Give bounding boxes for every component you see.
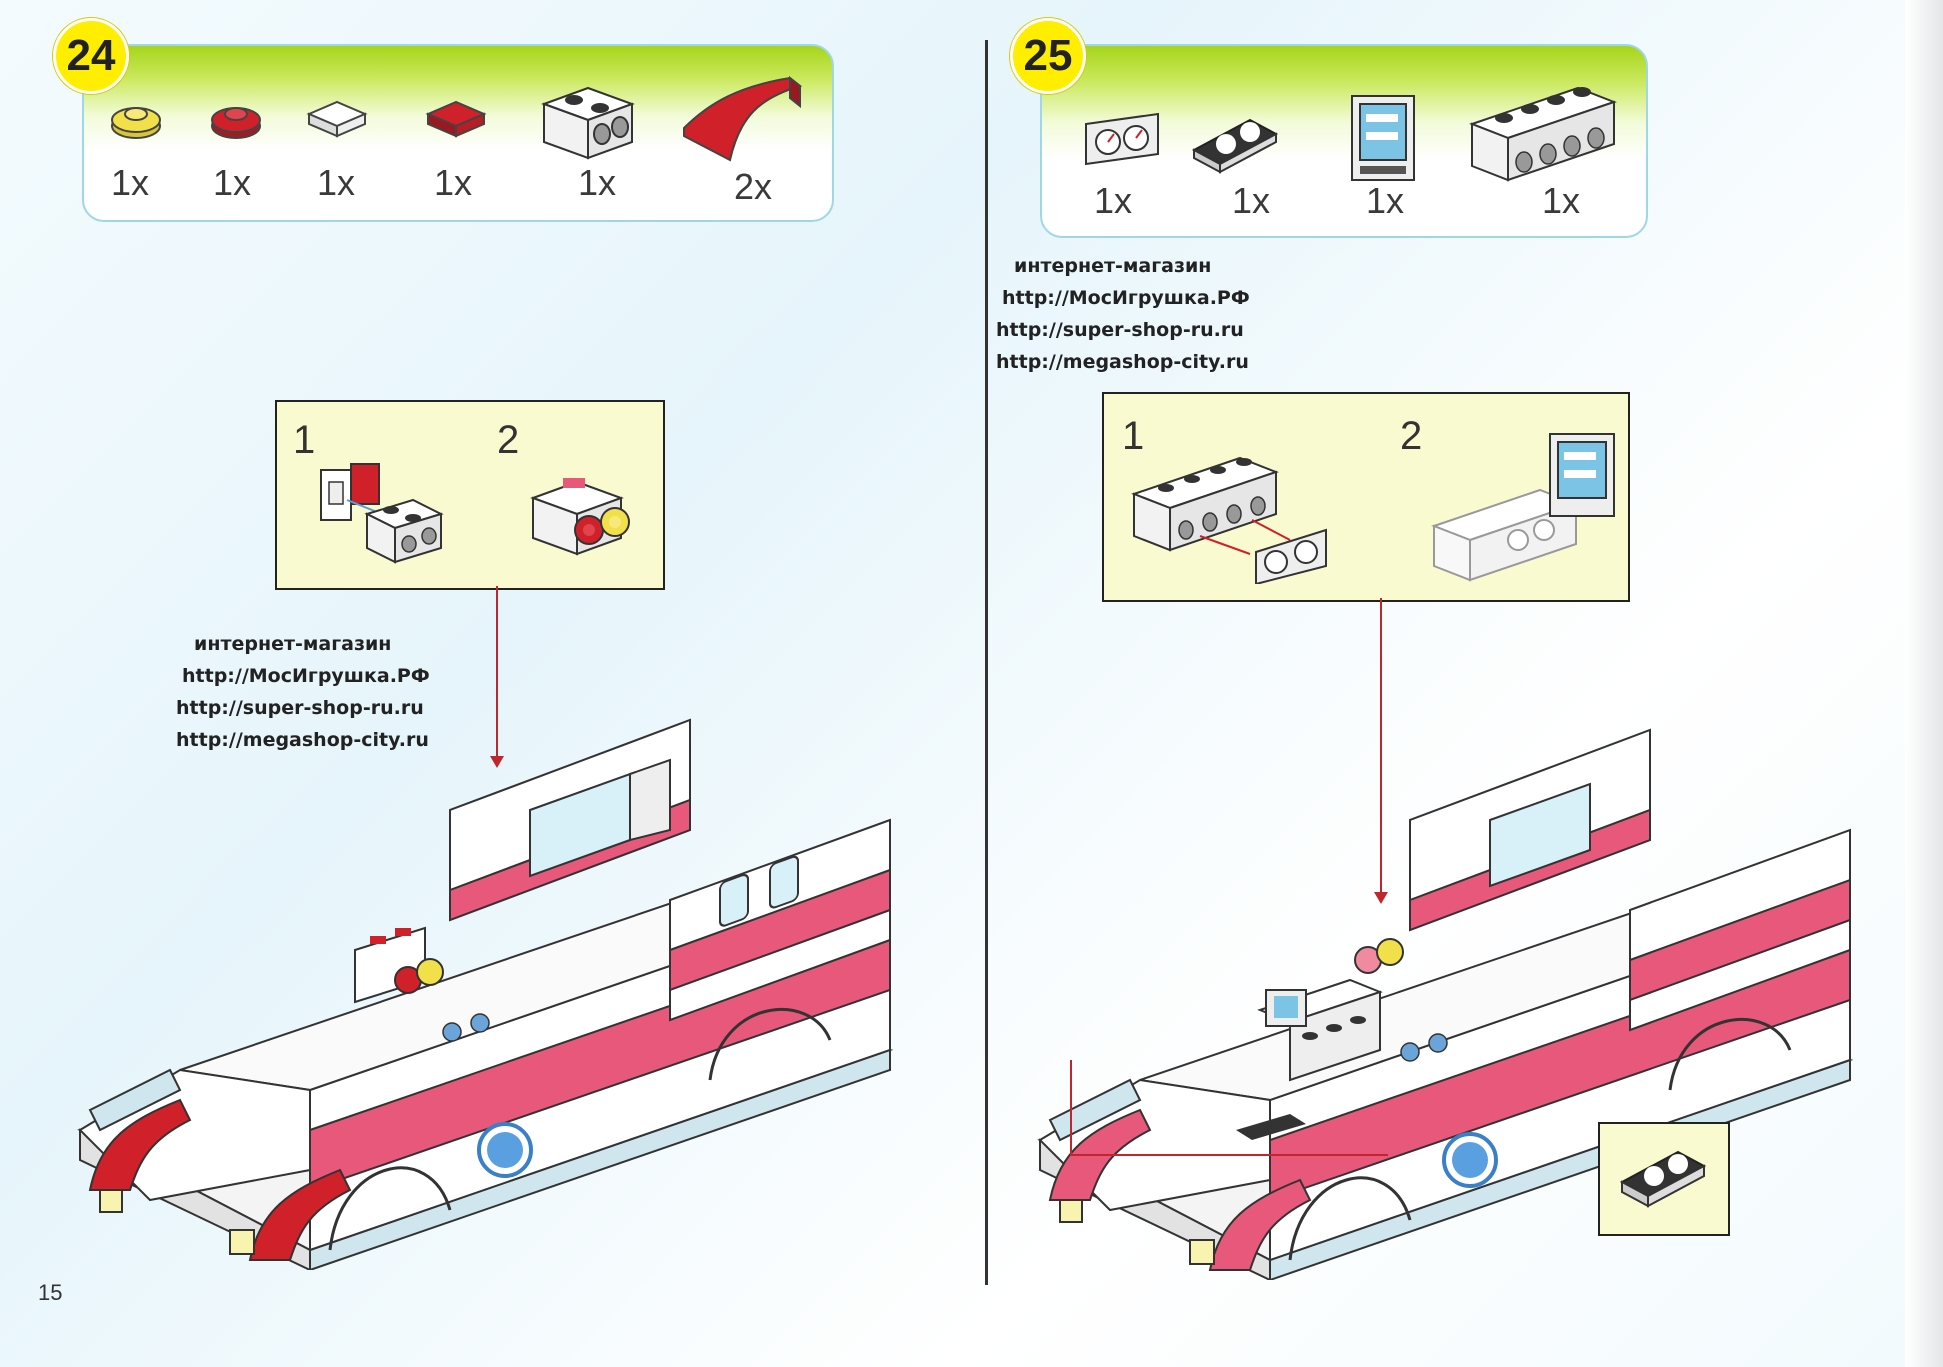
part-qty: 1x — [1094, 180, 1133, 221]
gauge-slope-icon — [1619, 1150, 1707, 1208]
sub-step-1-diagram — [320, 463, 444, 564]
sub-step-1-diagram — [1131, 456, 1327, 584]
shop-link[interactable]: http://super-shop-ru.ru — [176, 697, 424, 719]
callout-connector-line — [496, 586, 498, 758]
step-number-badge: 25 — [1010, 18, 1086, 94]
white-brick-with-side-studs-icon — [541, 86, 635, 160]
ambulance-model-step-24: AMBULANCE — [77, 718, 894, 1270]
shop-link[interactable]: http://МосИгрушка.РФ — [182, 665, 430, 687]
part-qty: 1x — [578, 162, 617, 203]
part-qty: 1x — [317, 162, 356, 203]
part-qty: 1x — [111, 162, 150, 203]
shop-watermark: интернет-магазин http://МосИгрушка.РФ ht… — [996, 250, 1250, 378]
white-tile-icon — [306, 100, 368, 138]
callout-connector-line — [1380, 598, 1382, 894]
part-qty: 1x — [1366, 180, 1405, 221]
shop-watermark: интернет-магазин http://МосИгрушка.РФ ht… — [176, 628, 430, 756]
page-divider — [985, 40, 988, 1285]
part-qty: 2x — [734, 166, 773, 207]
sub-step-2-diagram — [530, 478, 630, 556]
shop-link[interactable]: http://super-shop-ru.ru — [996, 319, 1244, 341]
ambulance-model-step-25: AMBULANCE — [1037, 728, 1854, 1280]
shop-link[interactable]: http://megashop-city.ru — [176, 729, 429, 751]
part-qty: 1x — [1232, 180, 1271, 221]
left-page: 24 1x 1x 1x 1x 1x 2x 1 2 — [38, 18, 894, 1305]
part-qty: 1x — [1542, 180, 1581, 221]
sub-step-2-label: 2 — [497, 418, 520, 462]
callout-arrowhead — [1374, 892, 1388, 904]
part-qty: 1x — [434, 162, 473, 203]
computer-screen-icon — [1351, 95, 1415, 181]
dash-connector-line — [1070, 1060, 1072, 1156]
yellow-round-plate-icon — [111, 107, 161, 139]
right-page: 25 1x 1x 1x 1x интернет-м — [990, 0, 1943, 1367]
page-number: 15 — [38, 1280, 63, 1305]
sub-step-2-label: 2 — [1400, 414, 1423, 458]
shop-link[interactable]: http://МосИгрушка.РФ — [1002, 287, 1250, 309]
sub-step-1-label: 1 — [1122, 414, 1145, 458]
gauge-tile-icon — [1085, 112, 1159, 166]
shop-line: интернет-магазин — [1014, 255, 1212, 277]
callout-arrowhead — [490, 756, 504, 768]
red-curved-slope-icon — [683, 75, 803, 162]
red-tile-icon — [425, 100, 487, 138]
step-number-badge: 24 — [53, 18, 129, 94]
sub-assembly-callout: 1 2 — [1102, 392, 1630, 602]
shop-line: интернет-магазин — [194, 633, 392, 655]
sub-step-1-label: 1 — [293, 418, 316, 462]
dashboard-part-callout — [1598, 1122, 1730, 1236]
white-brick-1x4-icon — [1469, 86, 1617, 182]
shop-link[interactable]: http://megashop-city.ru — [996, 351, 1249, 373]
part-qty: 1x — [213, 162, 252, 203]
sub-step-2-diagram — [1431, 433, 1615, 582]
page-edge — [1905, 0, 1943, 1367]
red-round-plate-icon — [211, 107, 261, 139]
dash-connector-line — [1070, 1154, 1388, 1156]
gauge-slope-icon — [1191, 118, 1279, 174]
sub-assembly-callout: 1 2 — [275, 400, 665, 590]
